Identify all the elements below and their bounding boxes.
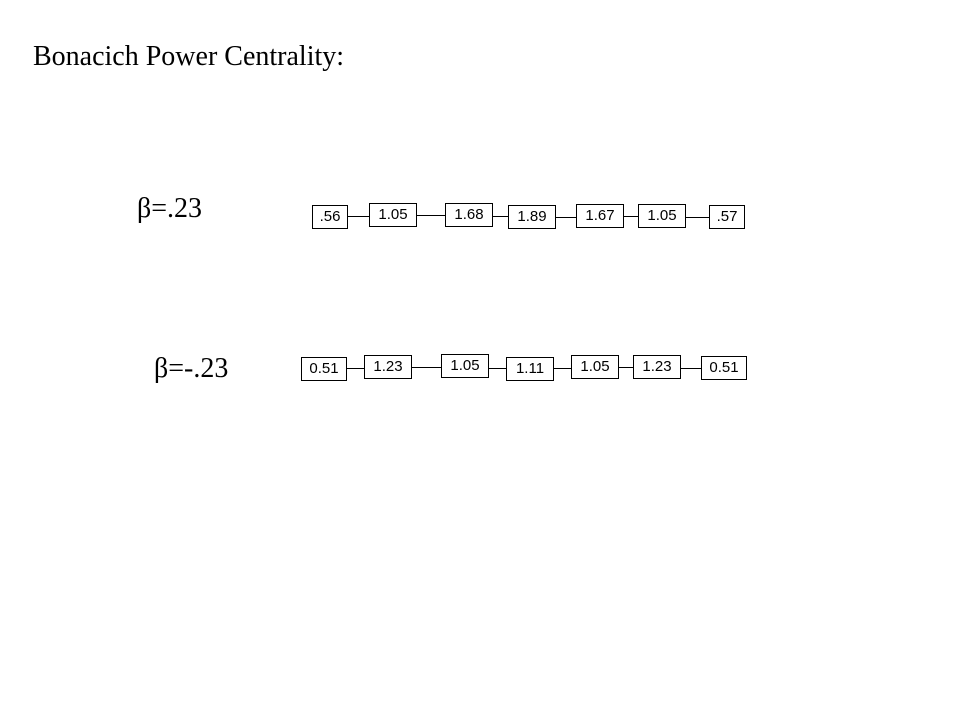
- network-edge: [348, 216, 369, 217]
- network-node: 1.68: [445, 203, 493, 227]
- network-edge: [556, 217, 576, 218]
- beta-label-positive: β=.23: [137, 193, 203, 224]
- network-edge: [686, 217, 709, 218]
- network-edge: [493, 216, 508, 217]
- network-node: 1.23: [364, 355, 412, 379]
- network-node: .56: [312, 205, 348, 229]
- network-edge: [619, 367, 633, 368]
- network-edge: [417, 215, 445, 216]
- network-edge: [347, 368, 364, 369]
- network-node: 1.11: [506, 357, 554, 381]
- network-node: 1.05: [638, 204, 686, 228]
- network-edge: [681, 368, 701, 369]
- network-node: 1.05: [369, 203, 417, 227]
- network-node: .57: [709, 205, 745, 229]
- beta-label-negative: β=-.23: [154, 353, 229, 384]
- network-edge: [624, 216, 638, 217]
- slide-title: Bonacich Power Centrality:: [33, 41, 345, 72]
- network-edge: [554, 368, 571, 369]
- network-node: 1.05: [441, 354, 489, 378]
- network-node: 0.51: [701, 356, 747, 380]
- network-node: 1.23: [633, 355, 681, 379]
- network-node: 1.05: [571, 355, 619, 379]
- network-edge: [412, 367, 441, 368]
- network-edge: [489, 368, 506, 369]
- network-node: 1.89: [508, 205, 556, 229]
- network-node: 0.51: [301, 357, 347, 381]
- network-node: 1.67: [576, 204, 624, 228]
